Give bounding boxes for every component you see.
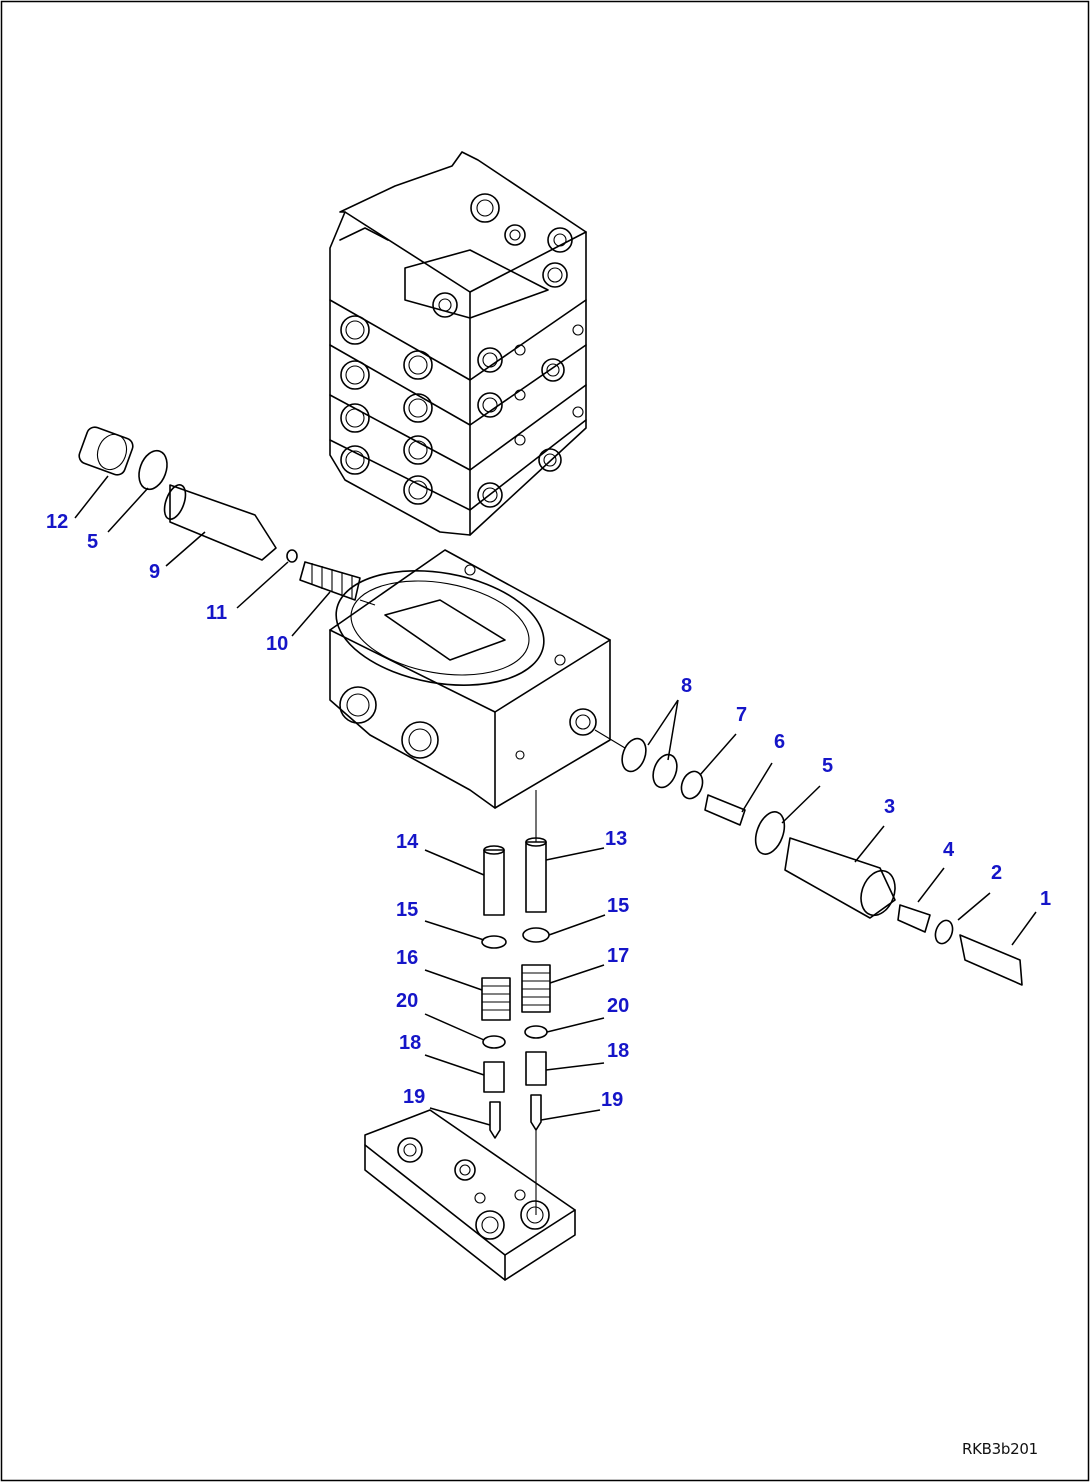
callout-11: 11 bbox=[206, 602, 228, 624]
assembly-line-left bbox=[359, 599, 376, 606]
callout-17: 17 bbox=[607, 945, 630, 967]
callout-18-left: 18 bbox=[399, 1032, 422, 1054]
callout-6: 6 bbox=[774, 731, 786, 753]
callout-7: 7 bbox=[736, 704, 748, 726]
center-left-stack bbox=[481, 845, 511, 1139]
main-valve-body bbox=[329, 549, 611, 809]
callout-4: 4 bbox=[943, 839, 955, 861]
callout-8: 8 bbox=[681, 675, 693, 697]
callout-10: 10 bbox=[266, 633, 289, 655]
callout-9: 9 bbox=[149, 561, 161, 583]
center-right-stack bbox=[521, 837, 551, 1131]
callout-15-left: 15 bbox=[396, 899, 419, 921]
callout-14: 14 bbox=[396, 831, 419, 853]
callout-20-right: 20 bbox=[607, 995, 630, 1017]
callout-16: 16 bbox=[396, 947, 419, 969]
leader-lines bbox=[74, 475, 1037, 1126]
valve-block-stack bbox=[329, 151, 587, 536]
left-valve-parts bbox=[78, 426, 361, 601]
assembly-line-right bbox=[594, 729, 626, 749]
callout-2: 2 bbox=[991, 862, 1003, 884]
callout-5-left: 5 bbox=[87, 531, 99, 553]
callout-3: 3 bbox=[884, 796, 896, 818]
callout-19-left: 19 bbox=[403, 1086, 426, 1108]
callout-1: 1 bbox=[1040, 888, 1052, 910]
callout-18-right: 18 bbox=[607, 1040, 630, 1062]
callout-13: 13 bbox=[605, 828, 628, 850]
right-valve-parts bbox=[621, 737, 1023, 986]
callout-5-right: 5 bbox=[822, 755, 834, 777]
callout-15-right: 15 bbox=[607, 895, 630, 917]
callout-19-right: 19 bbox=[601, 1089, 624, 1111]
callout-20-left: 20 bbox=[396, 990, 419, 1012]
figure-id: RKB3b201 bbox=[962, 1440, 1038, 1458]
bottom-cover-plate bbox=[364, 1109, 576, 1281]
callout-12: 12 bbox=[46, 511, 69, 533]
